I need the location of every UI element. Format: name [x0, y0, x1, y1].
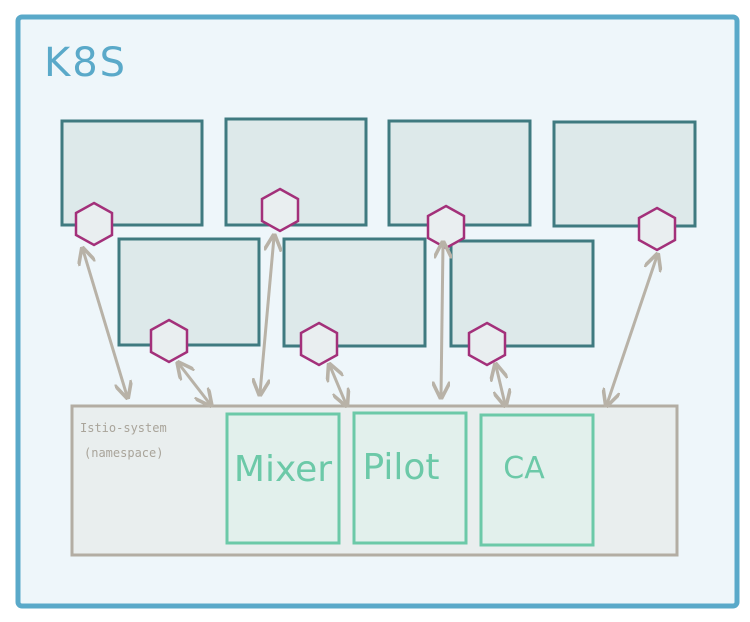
component-mixer-label: Mixer	[234, 449, 332, 490]
sidecar-hexagon-icon	[467, 321, 507, 367]
k8s-label: K8S	[44, 40, 127, 86]
sidecar-hexagon-icon	[149, 318, 189, 364]
sidecar-connection-arrow	[260, 237, 274, 393]
sidecar-hexagon-icon	[74, 201, 114, 247]
component-ca	[479, 413, 595, 547]
sidecar-connection-arrow	[179, 364, 210, 404]
sidecar-connection-arrow	[496, 366, 505, 404]
namespace-name: Istio-system	[80, 421, 167, 435]
sidecar-connection-arrow	[330, 366, 346, 404]
pod-3	[387, 119, 532, 227]
sidecar-connection-arrow	[83, 250, 127, 396]
sidecar-hexagon-icon	[299, 321, 339, 367]
pod-4	[552, 120, 697, 228]
component-mixer	[225, 412, 341, 545]
sidecar-hexagon-icon	[426, 204, 466, 250]
sidecar-hexagon-icon	[637, 206, 677, 252]
component-pilot	[352, 411, 468, 545]
pod-5	[117, 237, 261, 347]
sidecar-hexagon-icon	[260, 187, 300, 233]
namespace-note: (namespace)	[84, 446, 163, 460]
component-pilot-label: Pilot	[362, 447, 439, 488]
component-ca-label: CA	[503, 451, 545, 486]
sidecar-connection-arrow	[607, 256, 657, 404]
sidecar-connection-arrow	[441, 244, 443, 396]
